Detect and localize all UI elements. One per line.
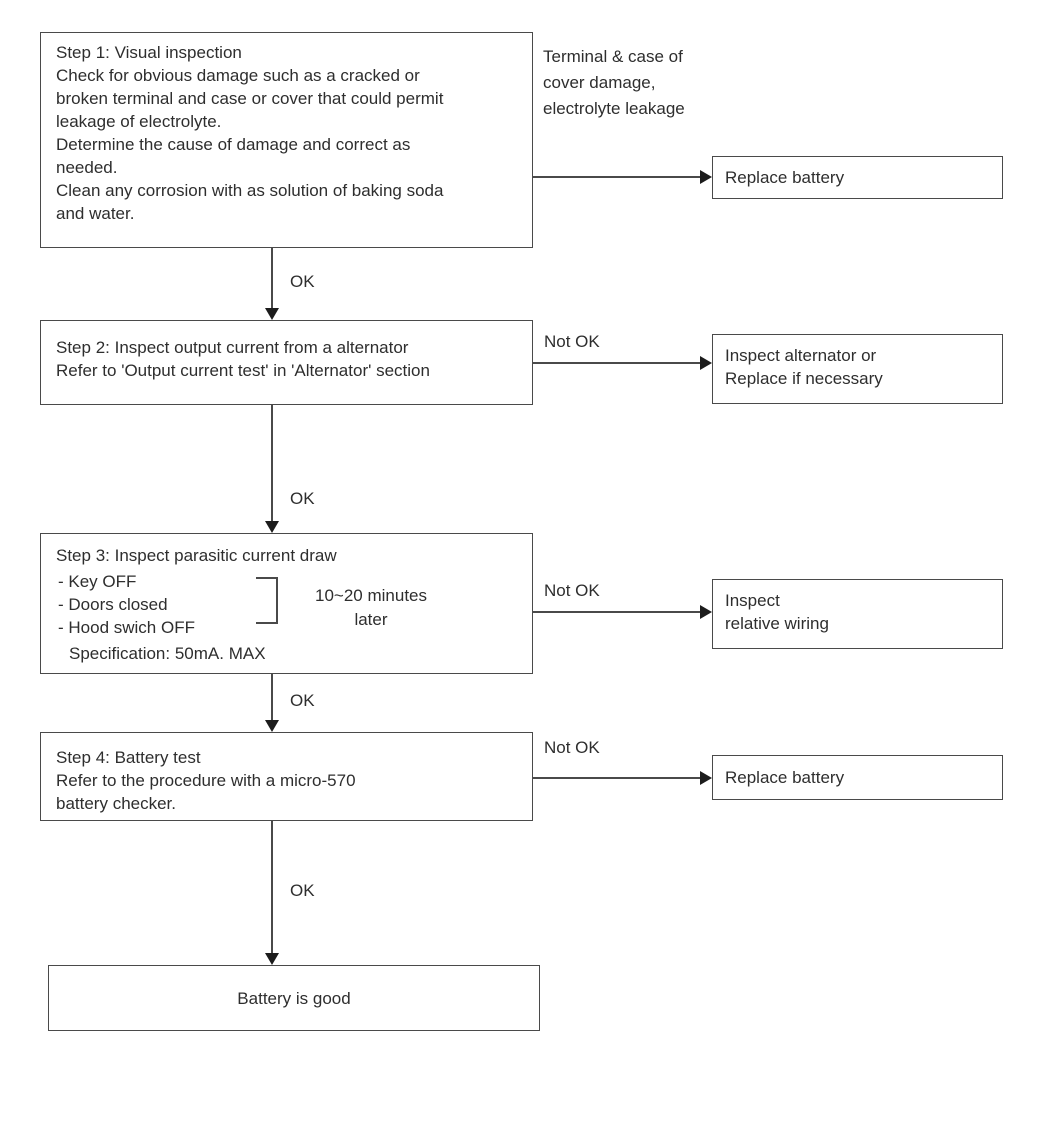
replace-battery-2-box: Replace battery	[712, 755, 1003, 800]
arrowhead-step3-to-wiring	[700, 605, 712, 619]
arrow-line-step3-to-step4	[271, 674, 273, 722]
step4-box: Step 4: Battery test Refer to the proced…	[40, 732, 533, 821]
replace-battery-2-text: Replace battery	[725, 768, 845, 787]
arrow-line-step2-to-alternator	[533, 362, 700, 364]
arrow-line-step1-to-step2	[271, 248, 273, 310]
arrow-line-step3-to-wiring	[533, 611, 700, 613]
ok-label-1: OK	[290, 272, 315, 291]
not-ok-label-3: Not OK	[544, 738, 600, 757]
inspect-wiring-box: Inspect relative wiring	[712, 579, 1003, 649]
inspect-alternator-box: Inspect alternator or Replace if necessa…	[712, 334, 1003, 404]
step3-spec: Specification: 50mA. MAX	[69, 644, 266, 663]
arrowhead-step3-to-step4	[265, 720, 279, 732]
arrow-line-step4-to-final	[271, 821, 273, 955]
arrowhead-step2-to-step3	[265, 521, 279, 533]
arrow-line-step4-to-replace	[533, 777, 700, 779]
battery-good-box: Battery is good	[48, 965, 540, 1031]
arrowhead-step4-to-replace	[700, 771, 712, 785]
arrowhead-step2-to-alternator	[700, 356, 712, 370]
inspect-alternator-text: Inspect alternator or Replace if necessa…	[725, 346, 883, 388]
not-ok-label-2: Not OK	[544, 581, 600, 600]
arrowhead-step1-to-replace	[700, 170, 712, 184]
step2-text: Step 2: Inspect output current from a al…	[56, 338, 430, 380]
step4-text: Step 4: Battery test Refer to the proced…	[56, 748, 356, 813]
step1-text: Step 1: Visual inspection Check for obvi…	[56, 43, 444, 223]
step3-conditions-bracket	[256, 577, 278, 624]
replace-battery-1-text: Replace battery	[725, 168, 845, 187]
step3-title: Step 3: Inspect parasitic current draw	[56, 546, 337, 565]
ok-label-4: OK	[290, 881, 315, 900]
arrowhead-step1-to-step2	[265, 308, 279, 320]
step3-box: Step 3: Inspect parasitic current draw -…	[40, 533, 533, 674]
step2-box: Step 2: Inspect output current from a al…	[40, 320, 533, 405]
arrowhead-step4-to-final	[265, 953, 279, 965]
step1-box: Step 1: Visual inspection Check for obvi…	[40, 32, 533, 248]
battery-good-text: Battery is good	[237, 988, 351, 1008]
arrow-line-step1-to-replace	[533, 176, 700, 178]
step3-timing-note: 10~20 minutes later	[315, 586, 427, 629]
not-ok-label-1: Not OK	[544, 332, 600, 351]
ok-label-3: OK	[290, 691, 315, 710]
step1-side-note: Terminal & case of cover damage, electro…	[543, 47, 685, 118]
ok-label-2: OK	[290, 489, 315, 508]
inspect-wiring-text: Inspect relative wiring	[725, 591, 829, 633]
arrow-line-step2-to-step3	[271, 405, 273, 523]
replace-battery-1-box: Replace battery	[712, 156, 1003, 199]
step3-conditions: - Key OFF - Doors closed - Hood swich OF…	[58, 572, 195, 637]
